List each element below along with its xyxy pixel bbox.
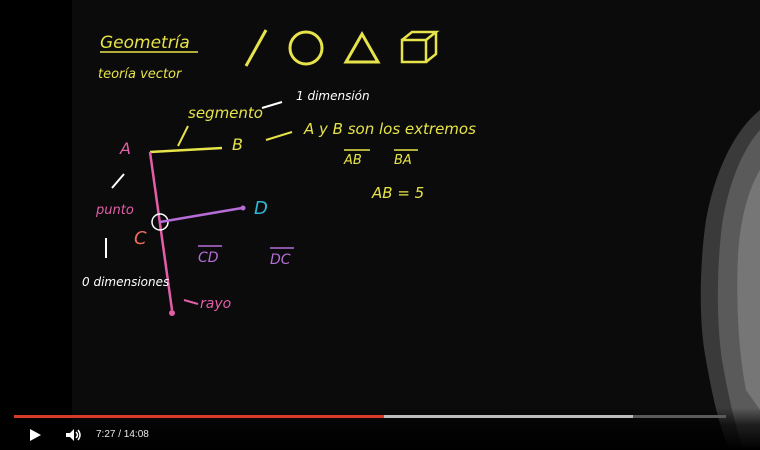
seg-cd-text: CD — [198, 250, 219, 266]
ab-equation: AB = 5 — [371, 184, 424, 202]
one-dimension-text: 1 dimensión — [296, 89, 370, 103]
presenter-image — [700, 110, 760, 450]
zero-dimension-text: 0 dimensiones — [82, 275, 169, 289]
point-c-circle — [151, 213, 169, 231]
play-button[interactable] — [24, 424, 46, 446]
point-b-label: B — [232, 135, 243, 154]
segment-arrow — [261, 101, 283, 109]
segment-ab — [149, 146, 223, 154]
left-letterbox — [0, 0, 72, 450]
play-icon — [30, 429, 41, 441]
segment-pointer — [177, 125, 189, 147]
ray-vertical — [148, 151, 174, 311]
rayo-label: rayo — [200, 296, 231, 312]
seg-ab-text: AB — [343, 153, 362, 168]
segment-cd — [159, 206, 243, 224]
title-text: Geometría — [100, 33, 190, 53]
point-d-dot — [240, 205, 246, 211]
segment-label: segmento — [188, 104, 263, 122]
progress-played — [14, 415, 385, 418]
ab-arrow — [265, 131, 293, 141]
point-a-label: A — [119, 139, 131, 158]
point-c-label: C — [134, 228, 147, 249]
extremos-text: A y B son los extremos — [303, 120, 476, 138]
progress-bar[interactable] — [14, 415, 726, 418]
time-display: 7:27 / 14:08 — [96, 429, 149, 440]
subtitle-text: teoría vector — [98, 67, 183, 82]
circle-shape — [288, 30, 324, 66]
seg-ba-text: BA — [394, 153, 412, 168]
triangle-shape — [343, 30, 381, 64]
slash-shape — [244, 29, 268, 67]
volume-button[interactable] — [62, 424, 86, 446]
volume-icon — [66, 429, 81, 441]
rayo-arrow — [183, 299, 199, 305]
punto-arrow — [111, 173, 125, 189]
punto-label: punto — [95, 203, 134, 218]
point-d-label: D — [254, 198, 268, 219]
cube-shape — [400, 30, 440, 64]
seg-dc-text: DC — [270, 252, 291, 268]
ray-endpoint — [169, 310, 175, 316]
